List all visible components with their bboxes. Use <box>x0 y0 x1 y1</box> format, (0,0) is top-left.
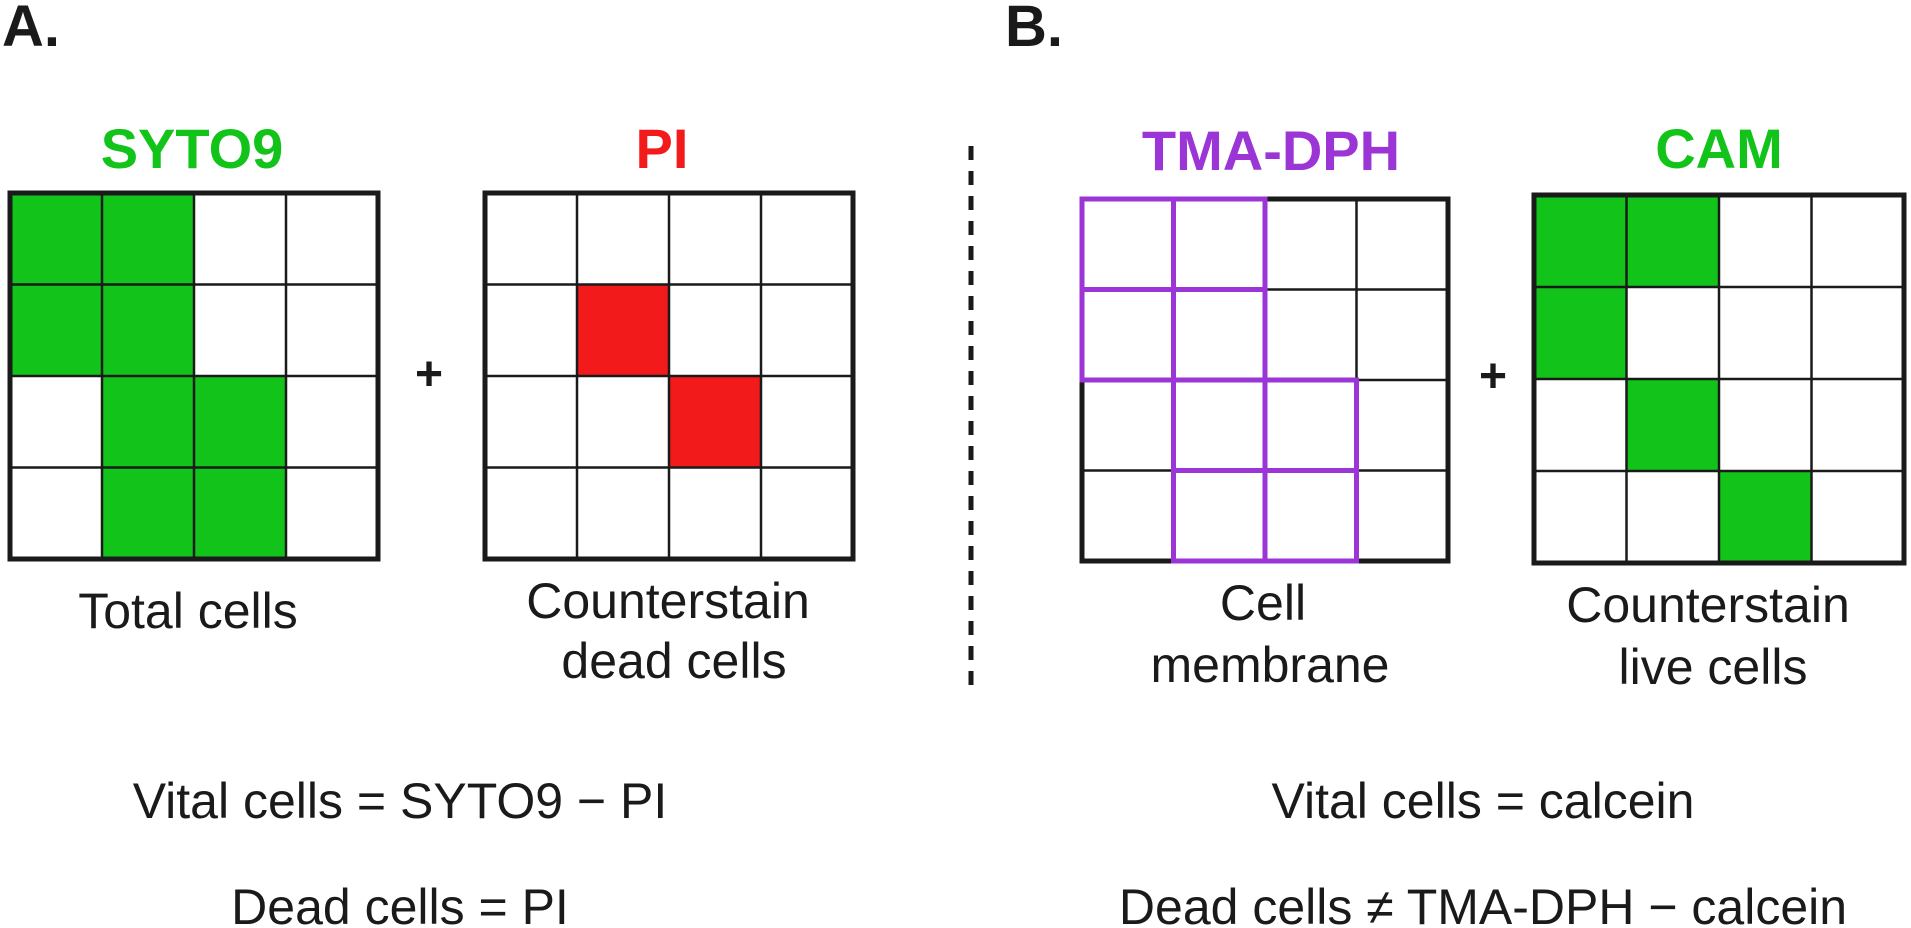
tma-dph-membrane-cell <box>1079 196 1176 292</box>
tma-dph-label: TMA-DPH <box>1142 119 1400 182</box>
pi-label: PI <box>636 117 689 180</box>
pi-caption-line-1: Counterstain <box>526 573 810 629</box>
syto9-stained-cell <box>102 193 194 285</box>
syto9-stained-cell <box>10 284 102 376</box>
cam-caption-line-1: Counterstain <box>1566 577 1850 633</box>
panel-a-equation-dead: Dead cells = PI <box>231 879 569 928</box>
pi-caption-line-2: dead cells <box>561 633 786 689</box>
syto9-stained-cell <box>10 193 102 285</box>
cam-grid <box>1531 192 1907 566</box>
tma-dph-membrane-cell <box>1171 468 1268 564</box>
pi-stained-cell <box>577 284 669 376</box>
tma-dph-caption-line-2: membrane <box>1151 637 1390 693</box>
tma-dph-membrane-cell <box>1171 287 1268 383</box>
syto9-caption: Total cells <box>78 583 298 639</box>
tma-dph-grid <box>1079 196 1451 564</box>
tma-dph-membrane-cell <box>1079 287 1176 383</box>
pi-grid-border <box>482 190 856 562</box>
cam-stained-cell <box>1534 195 1627 287</box>
syto9-grid-border <box>7 190 381 562</box>
syto9-label: SYTO9 <box>101 117 284 180</box>
syto9-stained-cell <box>102 284 194 376</box>
tma-dph-membrane-cell <box>1171 377 1268 473</box>
cam-stained-cell <box>1626 195 1719 287</box>
tma-dph-caption-line-1: Cell <box>1220 575 1306 631</box>
panel-b-letter: B. <box>1005 0 1063 59</box>
panel-a-letter: A. <box>2 0 60 59</box>
panel-b-equation-vital: Vital cells = calcein <box>1272 773 1695 829</box>
syto9-stained-cell <box>102 467 194 559</box>
panel-b-equation-dead: Dead cells ≠ TMA-DPH − calcein <box>1119 879 1847 928</box>
tma-dph-membrane-cell <box>1262 468 1359 564</box>
pi-grid <box>482 190 856 562</box>
cam-grid-border <box>1531 192 1907 566</box>
syto9-grid <box>7 190 381 562</box>
panel-a-equation-vital: Vital cells = SYTO9 − PI <box>133 773 668 829</box>
cam-label: CAM <box>1655 117 1783 180</box>
tma-dph-membrane-cell <box>1262 377 1359 473</box>
cam-stained-cell <box>1626 379 1719 471</box>
plus-sign-a: + <box>415 348 443 401</box>
cam-stained-cell <box>1534 287 1627 379</box>
syto9-stained-cell <box>194 467 286 559</box>
cam-caption-line-2: live cells <box>1619 639 1808 695</box>
cam-stained-cell <box>1719 471 1812 563</box>
plus-sign-b: + <box>1479 350 1507 403</box>
syto9-stained-cell <box>102 376 194 468</box>
pi-stained-cell <box>669 376 761 468</box>
syto9-stained-cell <box>194 376 286 468</box>
tma-dph-membrane-cell <box>1171 196 1268 292</box>
